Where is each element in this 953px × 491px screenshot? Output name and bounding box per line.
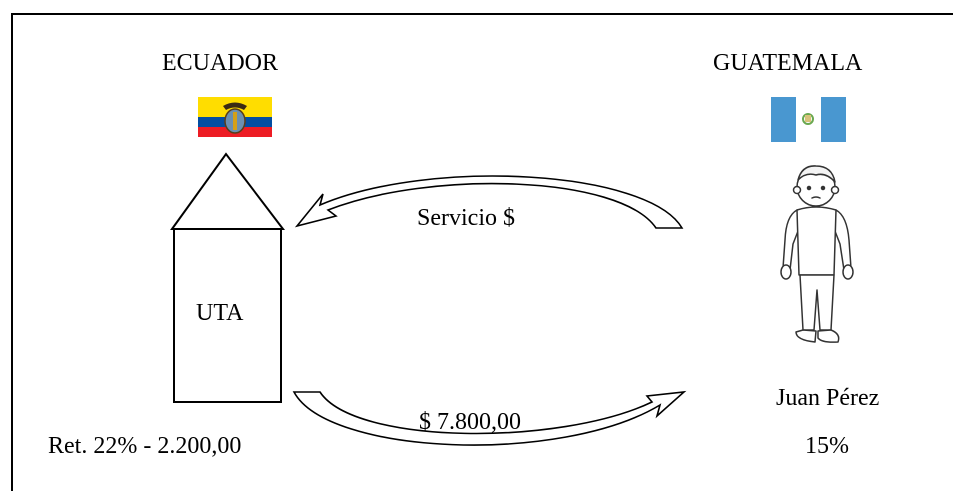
top-arrow-label: Servicio $ xyxy=(417,205,515,231)
bottom-arrow xyxy=(292,390,687,446)
building-label: UTA xyxy=(196,300,244,326)
guatemala-flag xyxy=(771,97,846,142)
retention-label: Ret. 22% - 2.200,00 xyxy=(48,433,242,459)
left-country-title: ECUADOR xyxy=(162,50,279,76)
coat-of-arms-icon xyxy=(223,102,247,134)
uta-building xyxy=(170,152,286,403)
bottom-arrow-label: $ 7.800,00 xyxy=(419,409,521,435)
person-name: Juan Pérez xyxy=(776,385,880,411)
diagram-frame xyxy=(11,13,953,491)
building-roof xyxy=(170,152,286,230)
right-country-title: GUATEMALA xyxy=(713,50,863,76)
person-figure xyxy=(780,165,854,343)
ecuador-flag xyxy=(198,97,272,137)
guatemala-emblem-icon xyxy=(802,113,814,125)
person-rate-label: 15% xyxy=(805,433,849,459)
top-arrow xyxy=(294,175,684,229)
building-body xyxy=(173,228,282,403)
